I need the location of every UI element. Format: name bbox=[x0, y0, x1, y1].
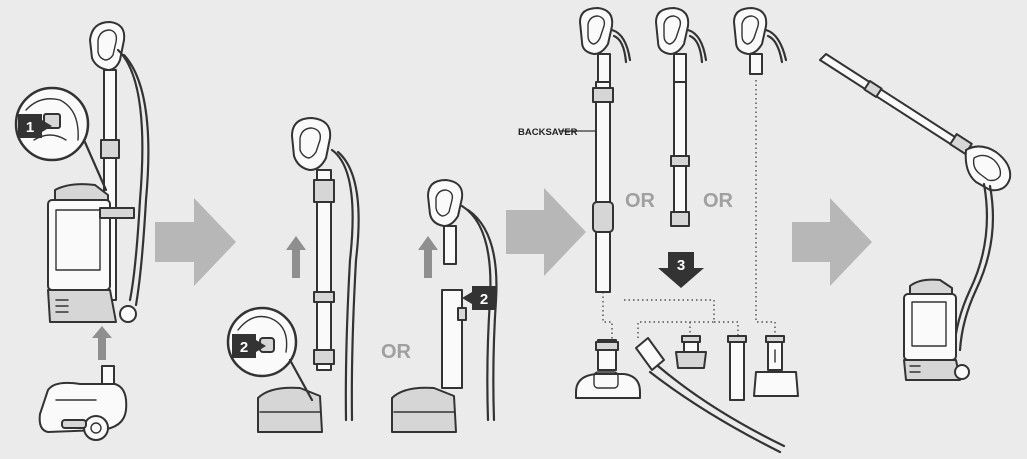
or-label-1: OR bbox=[381, 341, 412, 363]
panel-2-remove-wand: 2 bbox=[226, 117, 360, 433]
panel-1-upright-vacuum: 1 bbox=[14, 21, 150, 441]
hard-floor-head bbox=[575, 339, 641, 399]
vacuum-body-compact bbox=[903, 278, 970, 381]
wand-stub-2b bbox=[441, 289, 463, 389]
connector-crevice bbox=[624, 299, 715, 340]
insert-up-arrow bbox=[92, 326, 112, 360]
step-3-down-arrow bbox=[658, 252, 704, 288]
step-2-badge-b bbox=[472, 286, 496, 310]
extended-wand bbox=[819, 53, 973, 155]
handle-neck-2b bbox=[443, 225, 457, 265]
wand-handle-2b bbox=[427, 179, 464, 227]
wand-handle-2a bbox=[291, 117, 332, 171]
connector-dust bbox=[714, 321, 739, 336]
wand-2a bbox=[316, 169, 332, 371]
floor-nozzle-head bbox=[38, 365, 128, 441]
handle-c bbox=[733, 7, 768, 55]
or-label-3: OR bbox=[703, 190, 734, 212]
standard-wand bbox=[673, 81, 687, 223]
big-arrow-1 bbox=[155, 198, 236, 286]
step-1-badge bbox=[18, 114, 42, 138]
handle-d bbox=[964, 145, 1012, 192]
panel-2-remove-handle: 2 bbox=[391, 179, 498, 433]
step-2-number-a: 2 bbox=[240, 339, 248, 356]
panel-3-accessories: BACKSAVER OR OR 3 bbox=[518, 7, 799, 454]
big-arrow-2 bbox=[506, 188, 586, 276]
connector-upholstery bbox=[755, 80, 776, 336]
handle-a bbox=[579, 7, 614, 55]
or-label-2: OR bbox=[625, 190, 656, 212]
upholstery-tool bbox=[753, 335, 799, 397]
lift-up-arrow-2a bbox=[286, 236, 306, 278]
step-2-number-b: 2 bbox=[480, 291, 488, 308]
vacuum-handle bbox=[89, 21, 126, 71]
vacuum-base-2b bbox=[391, 386, 457, 433]
crevice-tool bbox=[635, 337, 786, 454]
vacuum-base-2a bbox=[257, 386, 323, 433]
step-3-number: 3 bbox=[677, 257, 685, 274]
handle-b bbox=[655, 7, 690, 55]
backsaver-wand bbox=[595, 81, 611, 293]
step-2-badge-a bbox=[232, 334, 256, 358]
connector-floor-head bbox=[602, 292, 613, 340]
panel-4-assembled bbox=[819, 53, 1012, 381]
step-1-number: 1 bbox=[26, 119, 34, 136]
dusting-brush bbox=[727, 335, 747, 401]
lift-up-arrow-2b bbox=[418, 236, 438, 278]
backsaver-label: BACKSAVER bbox=[518, 127, 578, 138]
big-arrow-3 bbox=[792, 198, 872, 286]
vacuum-hose bbox=[116, 48, 144, 302]
turbo-brush bbox=[675, 335, 707, 369]
